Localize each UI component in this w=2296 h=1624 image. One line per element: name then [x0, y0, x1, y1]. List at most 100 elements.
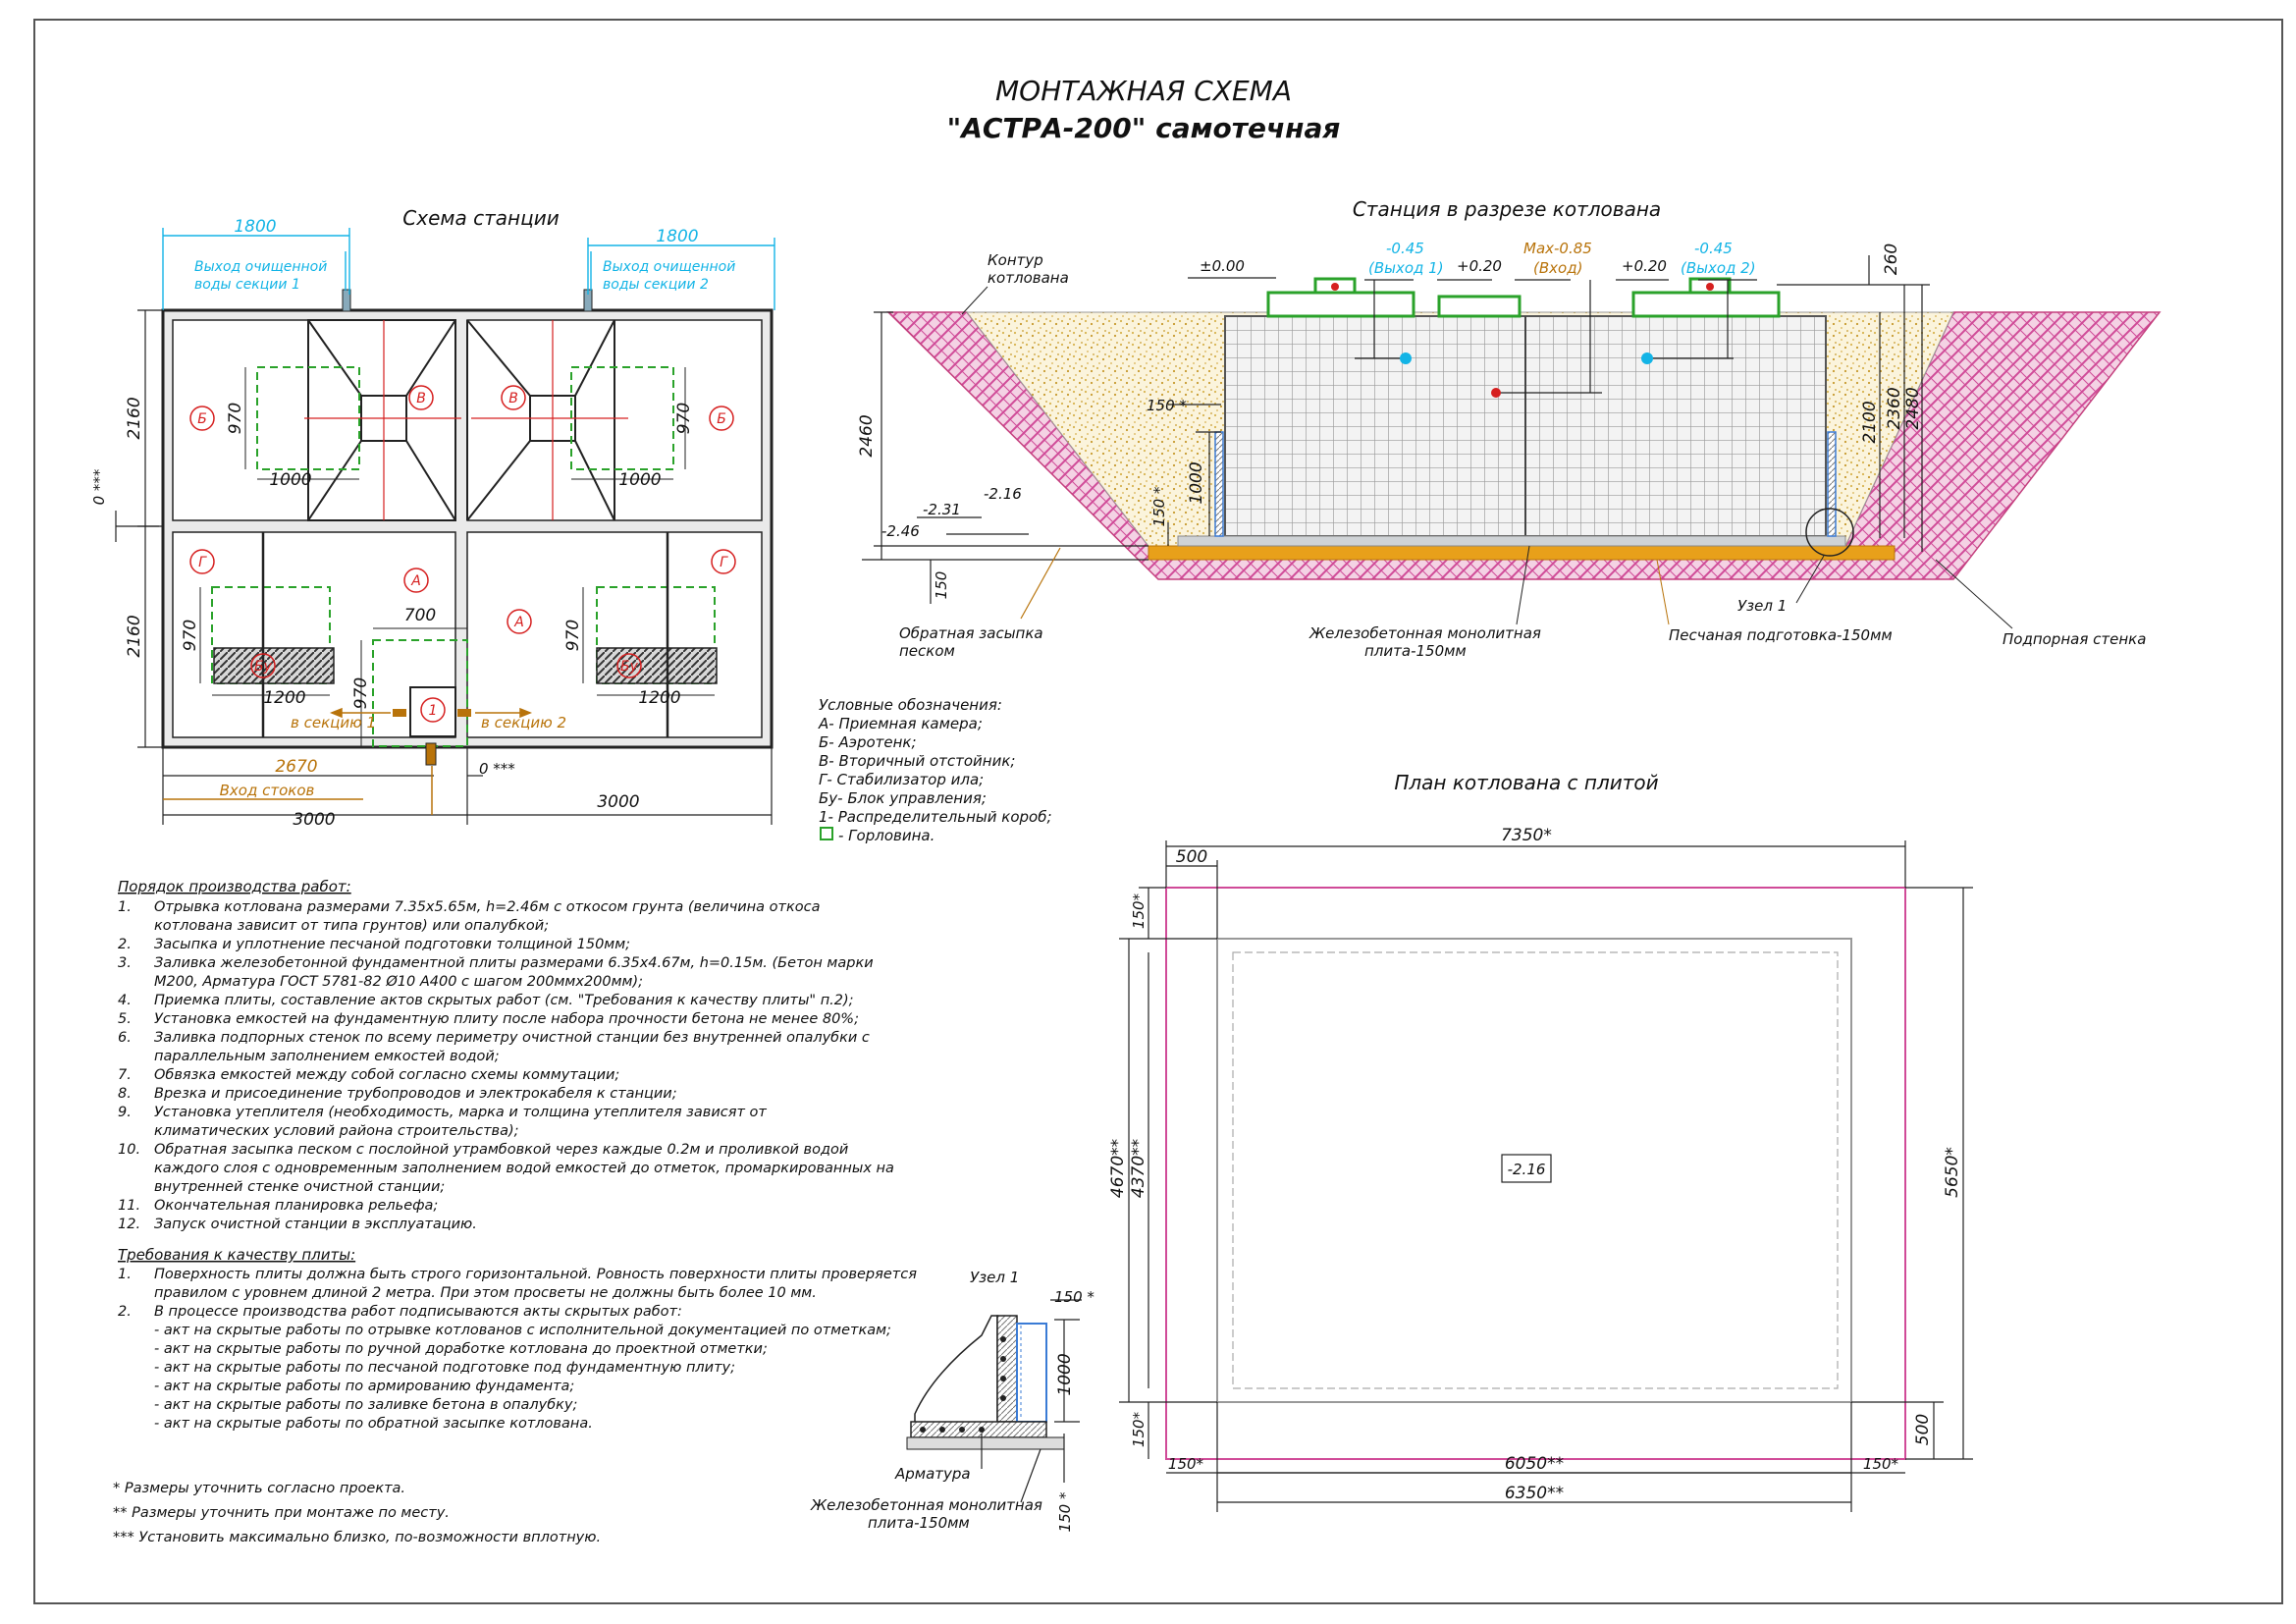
pit-plan: План котлована с плитой -2.16 7350* 50 — [1108, 771, 1973, 1512]
dim-6050: 6050** — [1505, 1454, 1564, 1474]
inlet-pipe — [425, 742, 437, 766]
works-3-l1: Заливка железобетонной фундаментной плит… — [154, 955, 874, 971]
works-4-n: 4. — [118, 993, 132, 1008]
dim-2360: 2360 — [1885, 387, 1904, 429]
outlet-pipe-1 — [342, 289, 351, 312]
pit-section: Станция в разрезе котлована — [857, 197, 2162, 660]
quality-title: Требования к качеству плиты: — [118, 1246, 355, 1264]
works-10-n: 10. — [118, 1142, 140, 1158]
label-control-left: Бу — [254, 659, 273, 675]
quality-2-l7: - акт на скрытые работы по обратной засы… — [154, 1416, 593, 1432]
dim-700: 700 — [404, 606, 436, 625]
elev-020b: +0.20 — [1622, 257, 1667, 275]
outlet2-line2: воды секции 2 — [603, 277, 709, 293]
slab-line1: Железобетонная монолитная — [1308, 624, 1541, 642]
dim-1000-left: 1000 — [269, 470, 311, 490]
to-section-2: в секцию 2 — [481, 714, 566, 731]
chamber-bottom-left — [172, 531, 456, 738]
dim-970-aero-right: 970 — [674, 403, 694, 434]
backfill-line2: песком — [899, 642, 955, 660]
elev-max: Max-0.85 — [1523, 240, 1592, 257]
works-11-n: 11. — [118, 1198, 140, 1214]
dim-970-stab-left: 970 — [181, 620, 200, 651]
elev-216: -2.16 — [984, 485, 1022, 503]
scheme-title: Схема станции — [402, 206, 559, 230]
chamber-top-left — [172, 319, 456, 521]
out1-label: (Выход 1) — [1368, 259, 1444, 277]
quality-1-l2: правилом с уровнем длиной 2 метра. При э… — [154, 1285, 817, 1301]
chamber-bottom-right — [466, 531, 763, 738]
control-block-right — [596, 647, 718, 684]
node-dim-150-bottom: 150 * — [1056, 1491, 1074, 1532]
works-2-l1: Засыпка и уплотнение песчаной подготовки… — [154, 937, 630, 952]
legend-item-1: 1- Распределительный короб; — [819, 808, 1052, 826]
node-detail: Узел 1 150 * 1000 150 * Арматура Железоб… — [810, 1269, 1095, 1532]
dim-970-aero-left: 970 — [226, 403, 245, 434]
dim-1200-right: 1200 — [638, 688, 680, 708]
dim-970-stab-right: 970 — [563, 620, 583, 651]
works-5-l1: Установка емкостей на фундаментную плиту… — [154, 1011, 859, 1027]
works-6-n: 6. — [118, 1030, 132, 1046]
works-12-n: 12. — [118, 1217, 140, 1232]
outlet1-line1: Выход очищенной — [194, 259, 327, 275]
node-slab-line2: плита-150мм — [868, 1514, 970, 1532]
legend-item-a: А- Приемная камера; — [818, 715, 983, 732]
sand-callout: Песчаная подготовка-150мм — [1669, 626, 1893, 644]
quality-1-n: 1. — [118, 1267, 132, 1282]
footnote-1: * Размеры уточнить согласно проекта. — [113, 1481, 405, 1496]
plan-title: План котлована с плитой — [1394, 771, 1658, 794]
inlet-label: Вход стоков — [220, 782, 315, 799]
label-receiver-right: А — [513, 615, 524, 630]
quality-2-l3: - акт на скрытые работы по ручной дорабо… — [154, 1341, 768, 1357]
title-line2: "АСТРА-200" самотечная — [947, 112, 1341, 144]
works-2-n: 2. — [118, 937, 132, 952]
label-aerotank-left: Б — [197, 411, 207, 427]
dim-3000-right: 3000 — [597, 792, 639, 812]
works-6-l2: параллельным заполнением емкостей водой; — [154, 1049, 500, 1064]
dim-150-star-b: 150 * — [1150, 486, 1168, 526]
dim-1200-left: 1200 — [263, 688, 305, 708]
distribution-box — [409, 686, 456, 737]
quality-2-l5: - акт на скрытые работы по армированию ф… — [154, 1379, 574, 1394]
footnote-3: *** Установить максимально близко, по-во… — [113, 1530, 601, 1545]
dim-2460: 2460 — [857, 414, 877, 457]
dim-1000-right: 1000 — [618, 470, 661, 490]
wall-callout: Подпорная стенка — [2002, 630, 2146, 648]
concrete-slab — [1177, 535, 1846, 547]
works-5-n: 5. — [118, 1011, 132, 1027]
works-9-n: 9. — [118, 1105, 132, 1120]
dim-6350: 6350** — [1505, 1484, 1564, 1503]
works-10-l1: Обратная засыпка песком с послойной утра… — [154, 1142, 848, 1158]
legend-item-manhole: - Горловина. — [838, 827, 934, 844]
dim-3000-left: 3000 — [293, 810, 335, 830]
works-title: Порядок производства работ: — [118, 878, 351, 895]
dim-1800-right: 1800 — [656, 227, 698, 246]
slab-line2: плита-150мм — [1364, 642, 1467, 660]
control-block-left — [213, 647, 335, 684]
dim-150-bottom-b: 150* — [1863, 1455, 1899, 1473]
backfill-line1: Обратная засыпка — [899, 624, 1043, 642]
legend-item-b: Б- Аэротенк; — [819, 733, 917, 751]
dim-150: 150 — [933, 571, 950, 600]
works-6-l1: Заливка подпорных стенок по всему периме… — [154, 1030, 870, 1046]
works-3-n: 3. — [118, 955, 132, 971]
legend-title: Условные обозначения: — [819, 696, 1002, 714]
legend-item-v: В- Вторичный отстойник; — [819, 752, 1015, 770]
label-control-right: Бу — [620, 659, 639, 675]
title-line1: МОНТАЖНАЯ СХЕМА — [995, 75, 1292, 107]
dim-260: 260 — [1882, 244, 1901, 275]
quality-2-l2: - акт на скрытые работы по отрывке котло… — [154, 1323, 891, 1338]
elev-out1: -0.45 — [1386, 240, 1424, 257]
works-7-l1: Обвязка емкостей между собой согласно сх… — [154, 1067, 619, 1083]
zero-mark-bottom: 0 *** — [479, 760, 515, 778]
elev-246: -2.46 — [881, 522, 920, 540]
footnote-2: ** Размеры уточнить при монтаже по месту… — [113, 1505, 450, 1521]
dim-4370: 4370** — [1129, 1139, 1148, 1198]
works-7-n: 7. — [118, 1067, 132, 1083]
label-stabilizer-right: Г — [720, 555, 728, 570]
label-settler-right: В — [508, 391, 518, 406]
elev-000: ±0.00 — [1200, 257, 1245, 275]
dim-150-bottom-a: 150* — [1168, 1455, 1204, 1473]
outlet1-line2: воды секции 1 — [194, 277, 300, 293]
